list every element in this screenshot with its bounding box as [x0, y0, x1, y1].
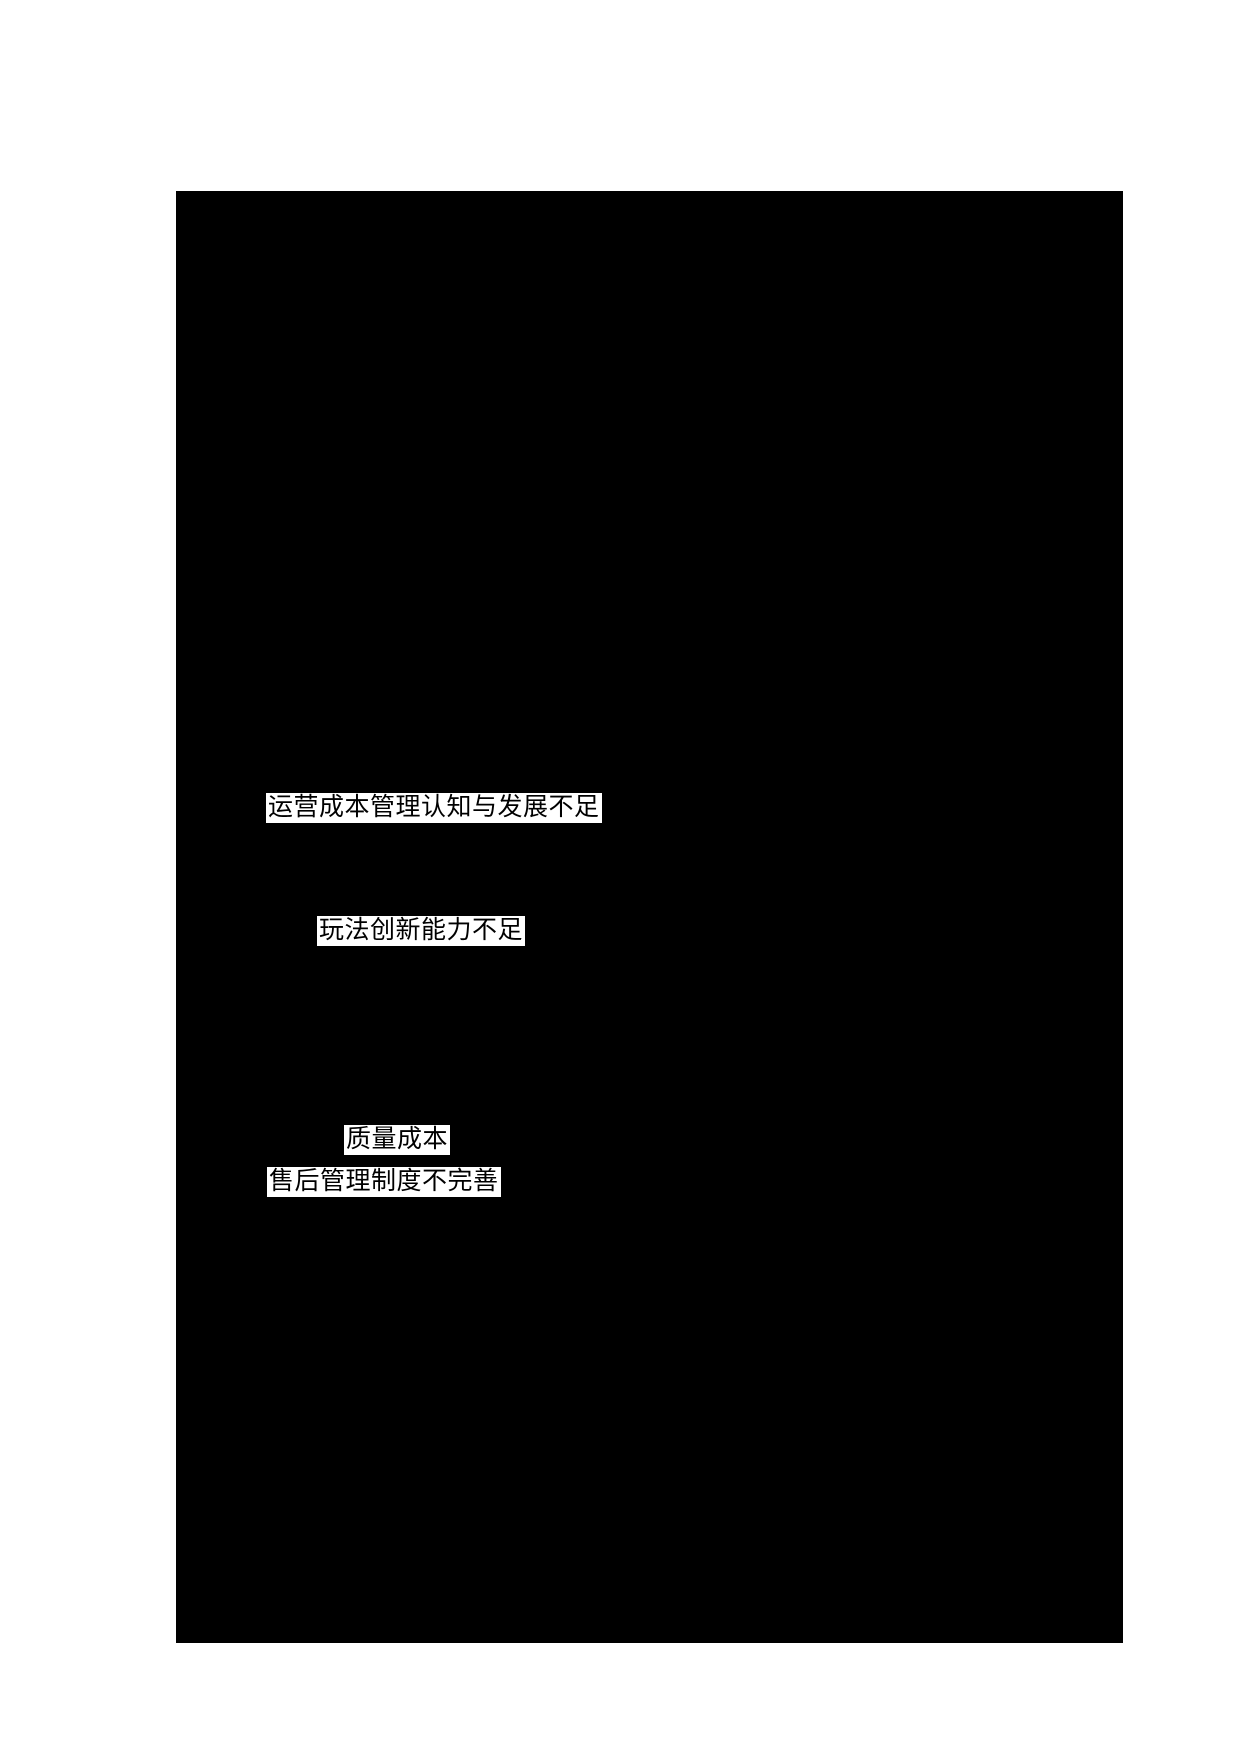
figure-label-gameplay-innovation: 玩法创新能力不足 — [317, 916, 526, 946]
figure-black-area: 运营成本管理认知与发展不足 玩法创新能力不足 质量成本 售后管理制度不完善 — [176, 191, 1123, 1643]
figure-label-quality-cost: 质量成本 — [344, 1125, 451, 1155]
figure-label-operating-cost: 运营成本管理认知与发展不足 — [266, 793, 602, 823]
figure-label-after-sales: 售后管理制度不完善 — [267, 1167, 501, 1197]
